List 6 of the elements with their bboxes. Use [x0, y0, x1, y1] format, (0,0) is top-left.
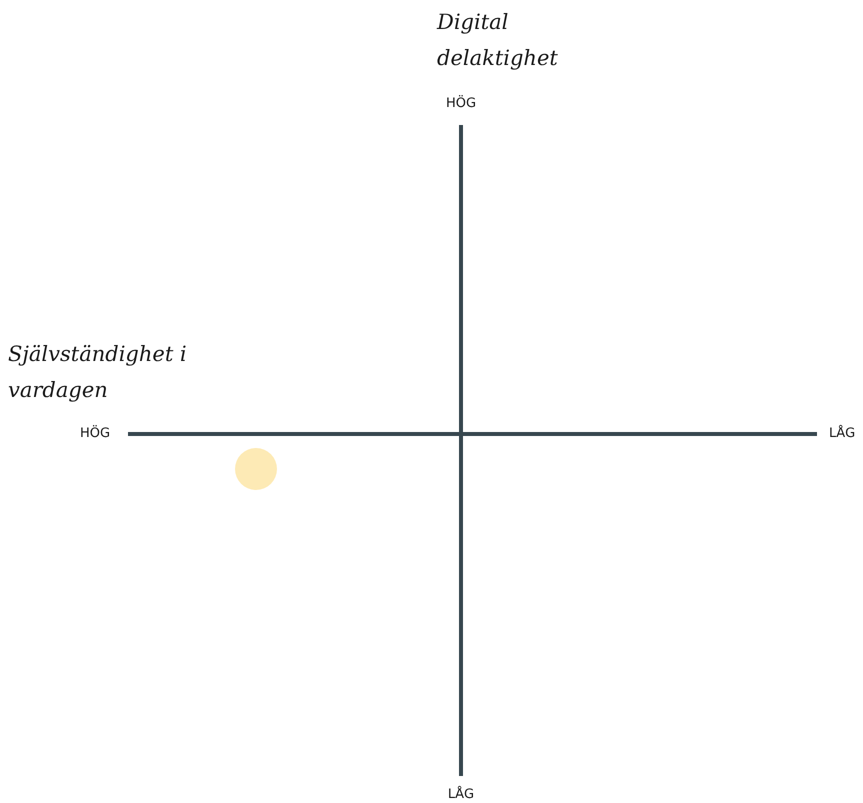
axis-title: Självständighet i vardagen	[8, 341, 188, 404]
axis-end-label: HÖG	[80, 426, 110, 442]
axis-end-label: LÅG	[448, 787, 474, 803]
axis-end-label: HÖG	[446, 96, 476, 112]
axis-title: Digital delaktighet	[437, 9, 559, 72]
axis-end-label: LÅG	[829, 426, 856, 442]
